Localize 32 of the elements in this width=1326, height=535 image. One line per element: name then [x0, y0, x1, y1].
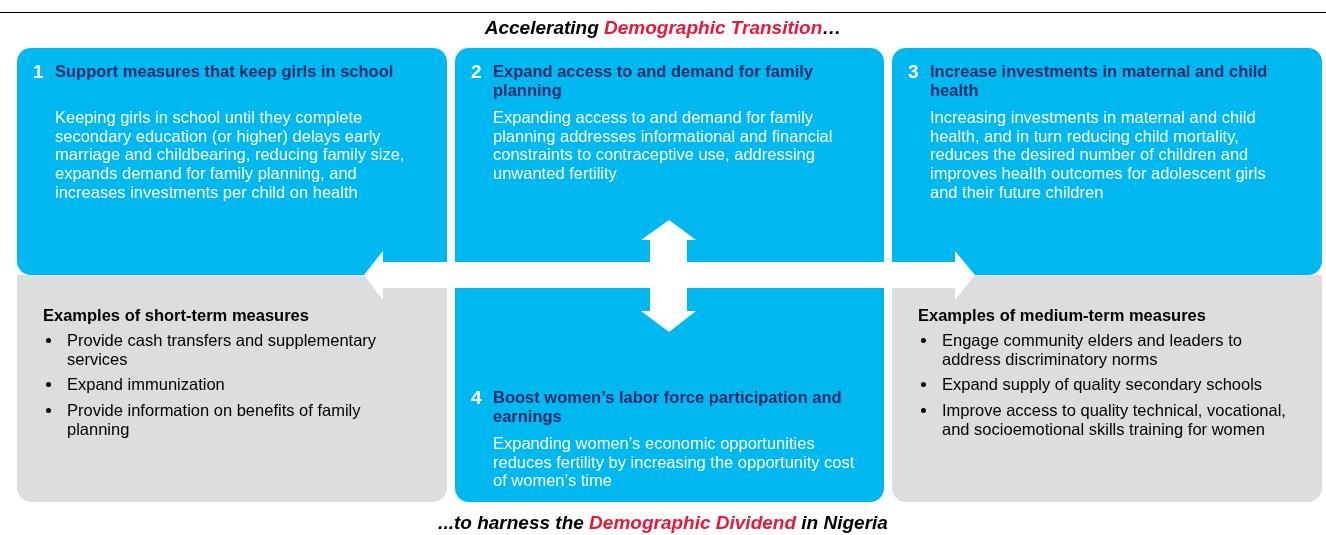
examples-panel: [892, 275, 1322, 502]
heading-text: in Nigeria: [801, 512, 888, 533]
heading-text: ...to harness the: [438, 512, 584, 533]
step-number: 2: [471, 61, 482, 83]
bullet-item: Provide cash transfers and supplementary services: [67, 331, 377, 368]
bullet-item: Expand immunization: [67, 375, 225, 394]
bullet-item: Provide information on benefits of family planning: [67, 401, 361, 438]
bullet-item: Expand supply of quality secondary schools: [942, 375, 1263, 394]
panel-text: Increasing investments in maternal and child health, and in turn reducing child mortality, reduces the desired number of children and improves health outcomes for adolescent girls and their future children: [930, 108, 1267, 202]
heading-text: Accelerating: [484, 17, 599, 38]
step-number: 1: [33, 61, 44, 83]
highlight-text: Demographic Dividend: [589, 512, 796, 533]
content-panel: [892, 48, 1322, 275]
panel-text: Keeping girls in school until they complete secondary education (or higher) delays early marriage and childbearing, reducing family size, expands demand for family planning, and increases investments per child on health: [55, 108, 405, 202]
examples-heading: Examples of medium-term measures: [918, 306, 1206, 325]
panel-heading: Expand access to and demand for family planning: [493, 62, 814, 100]
bullet-item: Engage community elders and leaders to address discriminatory norms: [942, 331, 1242, 368]
step-number: 4: [471, 387, 482, 409]
heading-text: …: [822, 17, 842, 38]
panel-heading: Boost women’s labor force participation and earnings: [493, 388, 843, 426]
content-panel: [17, 48, 447, 275]
content-panel: [455, 288, 884, 502]
panel-heading: Support measures that keep girls in school: [55, 62, 395, 81]
content-panel: [455, 48, 884, 262]
panel-text: Expanding women’s economic opportunities reduces fertility by increasing the opportunity cost of women’s time: [493, 434, 856, 491]
examples-heading: Examples of short-term measures: [43, 306, 309, 325]
bullet-item: Improve access to quality technical, vocational, and socioemotional skills training for women: [942, 401, 1286, 438]
step-number: 3: [908, 61, 919, 83]
panel-text: Expanding access to and demand for family planning addresses informational and financial constraints to contraceptive use, addressing unwanted fertility: [493, 108, 834, 183]
highlight-text: Demographic Transition: [604, 17, 823, 38]
panel-heading: Increase investments in maternal and child health: [930, 62, 1269, 100]
examples-panel: [17, 275, 447, 502]
